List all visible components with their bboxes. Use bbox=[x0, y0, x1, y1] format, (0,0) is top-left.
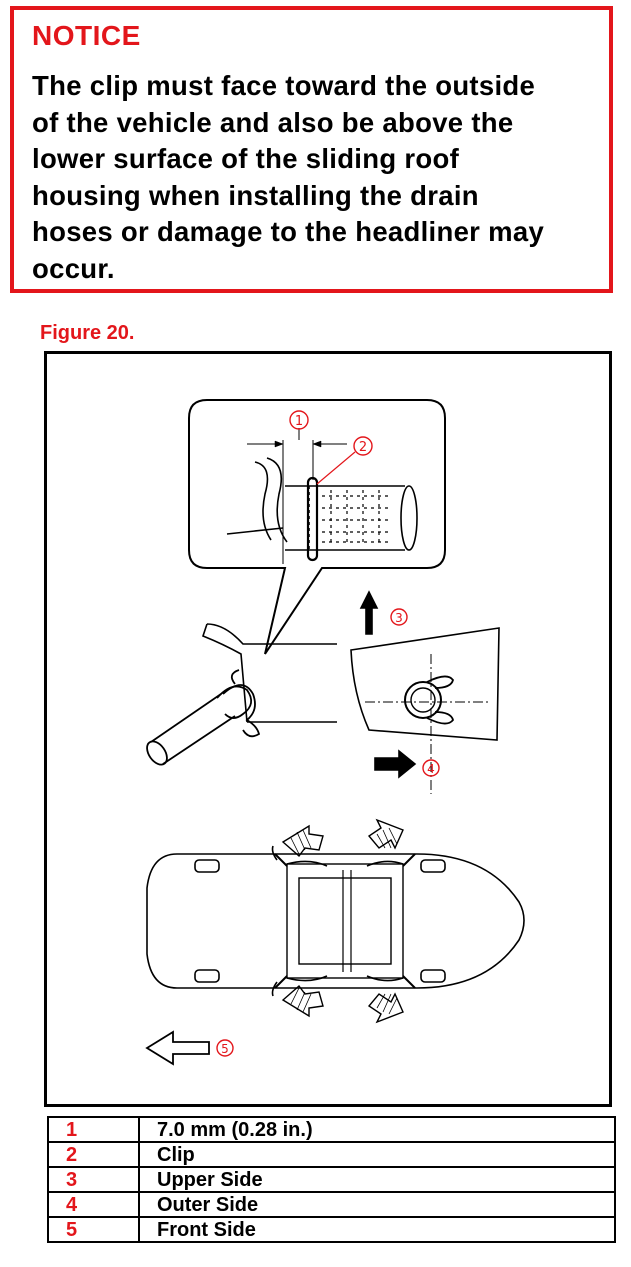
vehicle-top-view bbox=[146, 818, 525, 1024]
arrow-front-side bbox=[145, 1030, 210, 1066]
detail-inset bbox=[188, 399, 446, 655]
legend-text: Clip bbox=[138, 1141, 616, 1168]
notice-line: lower surface of the sliding roof bbox=[32, 143, 460, 174]
arrow-upper-side bbox=[359, 590, 379, 635]
svg-text:2: 2 bbox=[359, 440, 367, 455]
notice-line: housing when installing the drain bbox=[32, 179, 479, 211]
svg-text:4: 4 bbox=[427, 762, 435, 776]
notice-line: hoses or damage to the headliner may bbox=[32, 216, 545, 247]
legend-table: 1 7.0 mm (0.28 in.) 2 Clip 3 Upper Side … bbox=[47, 1116, 616, 1243]
table-row: 4 Outer Side bbox=[47, 1191, 616, 1218]
callout-3: 3 bbox=[390, 608, 408, 626]
legend-number: 5 bbox=[47, 1216, 140, 1243]
arrow-outer-side bbox=[374, 749, 417, 779]
drain-hose-diagram: 1 2 3 bbox=[145, 399, 525, 1066]
notice-line: of the vehicle and also be above the bbox=[32, 106, 514, 138]
legend-text: 7.0 mm (0.28 in.) bbox=[138, 1116, 616, 1143]
notice-body: The clip must face toward the outside of… bbox=[32, 68, 612, 287]
callout-2: 2 bbox=[353, 436, 373, 456]
callout-4: 4 bbox=[422, 759, 440, 777]
figure-caption: Figure 20. bbox=[40, 322, 135, 344]
svg-text:5: 5 bbox=[221, 1042, 229, 1056]
housing-perspective bbox=[146, 623, 337, 766]
table-row: 5 Front Side bbox=[47, 1216, 616, 1243]
legend-number: 4 bbox=[47, 1191, 140, 1218]
table-row: 1 7.0 mm (0.28 in.) bbox=[47, 1116, 616, 1143]
legend-text: Outer Side bbox=[138, 1191, 616, 1218]
notice-box: NOTICE The clip must face toward the out… bbox=[10, 6, 613, 293]
legend-number: 1 bbox=[47, 1116, 140, 1143]
clip-side-view bbox=[350, 627, 500, 794]
table-row: 2 Clip bbox=[47, 1141, 616, 1168]
legend-number: 2 bbox=[47, 1141, 140, 1168]
table-row: 3 Upper Side bbox=[47, 1166, 616, 1193]
svg-text:3: 3 bbox=[395, 611, 403, 625]
figure-illustration: 1 2 3 bbox=[44, 351, 612, 1107]
notice-title: NOTICE bbox=[32, 20, 141, 51]
legend-number: 3 bbox=[47, 1166, 140, 1193]
legend-text: Front Side bbox=[138, 1216, 616, 1243]
notice-line: occur. bbox=[32, 252, 115, 284]
callout-1: 1 bbox=[289, 410, 309, 430]
callout-5: 5 bbox=[216, 1039, 234, 1057]
legend-text: Upper Side bbox=[138, 1166, 616, 1193]
notice-line: The clip must face toward the outside bbox=[32, 70, 536, 101]
svg-text:1: 1 bbox=[295, 414, 303, 429]
